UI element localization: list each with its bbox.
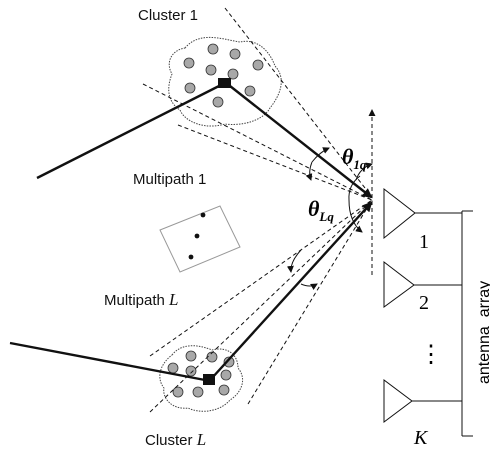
theta-lq-label: θLq bbox=[308, 196, 334, 224]
cluster-1-center-marker bbox=[218, 78, 231, 88]
cluster-l-center-marker bbox=[203, 374, 215, 385]
antenna-array-label: antenna array bbox=[476, 281, 490, 384]
path-cluster-1-to-array bbox=[229, 85, 373, 199]
angle-arcs bbox=[286, 147, 373, 291]
incoming-path-cluster-l bbox=[9, 341, 206, 382]
multipath-l-label: Multipath L bbox=[104, 290, 179, 309]
cluster-1-label: Cluster 1 bbox=[138, 7, 198, 24]
cluster-l-label: Cluster L bbox=[145, 430, 206, 449]
multipath-ellipsis-dots bbox=[188, 212, 206, 260]
antenna-2-label: 2 bbox=[419, 292, 429, 314]
incoming-path-cluster-1 bbox=[36, 83, 222, 180]
multipath-1-label: Multipath 1 bbox=[133, 171, 206, 188]
cluster-1-scatterers bbox=[183, 43, 264, 108]
antenna-elements bbox=[383, 187, 473, 437]
theta-1q-label: θ1q bbox=[342, 144, 367, 172]
antenna-1-label: 1 bbox=[419, 231, 429, 253]
path-cluster-l-to-array bbox=[211, 201, 373, 379]
antenna-k-label: K bbox=[413, 427, 429, 449]
antenna-ellipsis: ⋮ bbox=[419, 342, 443, 368]
cluster-l-scatterers bbox=[167, 350, 235, 398]
multipath-ellipsis-box bbox=[159, 205, 241, 273]
angular-spread-lines bbox=[142, 7, 373, 413]
